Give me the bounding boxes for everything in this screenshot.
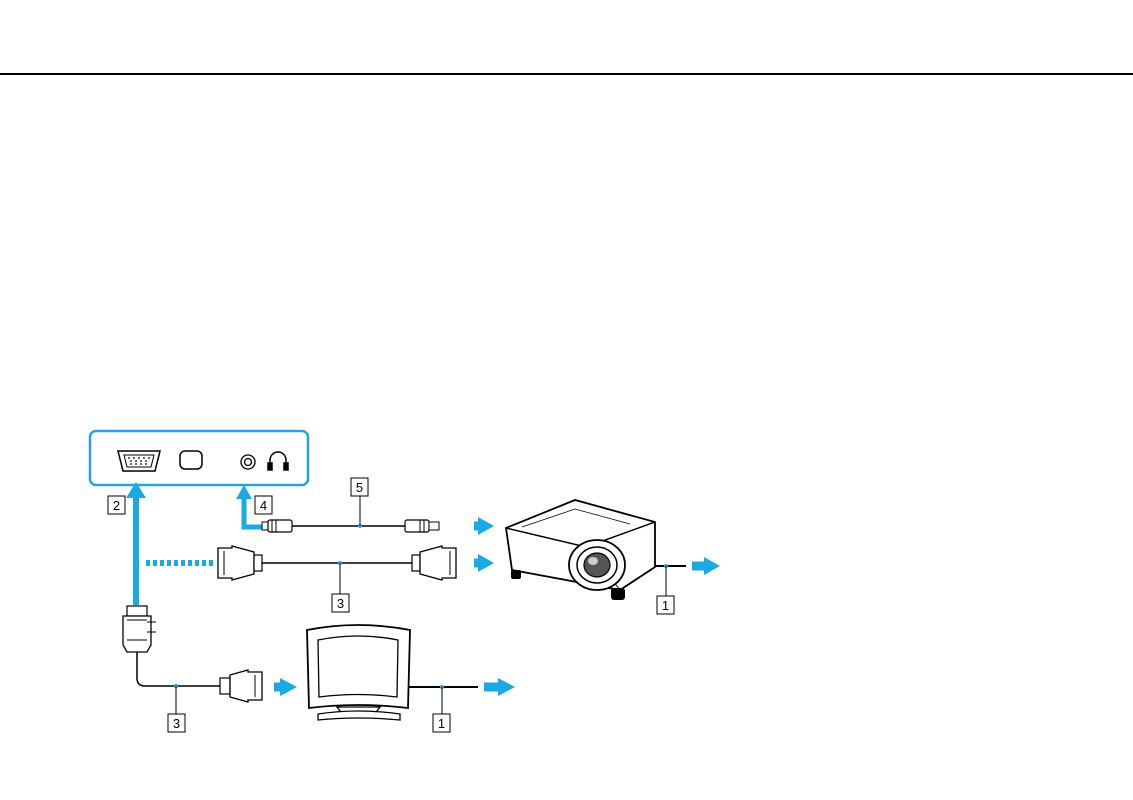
arrow-to-headphones-jack (236, 485, 262, 530)
callout-display-cable-monitor: 3 (167, 713, 186, 733)
display-cable-monitor (122, 605, 263, 714)
arrow-to-display-port (126, 482, 146, 605)
headphones-icon (267, 451, 289, 471)
header-rule (0, 73, 1133, 75)
svg-text:4: 4 (260, 498, 267, 513)
arrow-to-monitor (280, 678, 297, 696)
hdmi-port-icon (179, 450, 203, 470)
svg-text:3: 3 (337, 596, 344, 611)
display-cable-projector (217, 545, 457, 594)
port-panel (88, 429, 310, 487)
callout-display-cable-projector: 3 (331, 593, 350, 613)
callout-monitor-power-cord: 1 (432, 713, 451, 733)
svg-text:5: 5 (356, 480, 363, 495)
headphone-jack-icon (240, 454, 256, 470)
vga-port-icon (117, 450, 161, 472)
projector-icon (505, 499, 686, 600)
arrow-projector-power (704, 557, 720, 575)
svg-text:1: 1 (438, 716, 445, 731)
speaker-cable (261, 496, 440, 533)
monitor-icon (306, 624, 478, 721)
callout-display-port: 2 (107, 495, 126, 515)
callout-speaker-cable: 5 (350, 477, 369, 497)
arrow-to-projector-vga (478, 554, 494, 572)
arrow-to-projector-audio (478, 517, 494, 535)
svg-text:2: 2 (113, 498, 120, 513)
svg-text:1: 1 (662, 598, 669, 613)
arrow-monitor-power (498, 678, 515, 696)
callout-projector-power-cord: 1 (656, 595, 675, 615)
callout-headphones-jack: 4 (254, 495, 273, 515)
svg-text:3: 3 (173, 716, 180, 731)
